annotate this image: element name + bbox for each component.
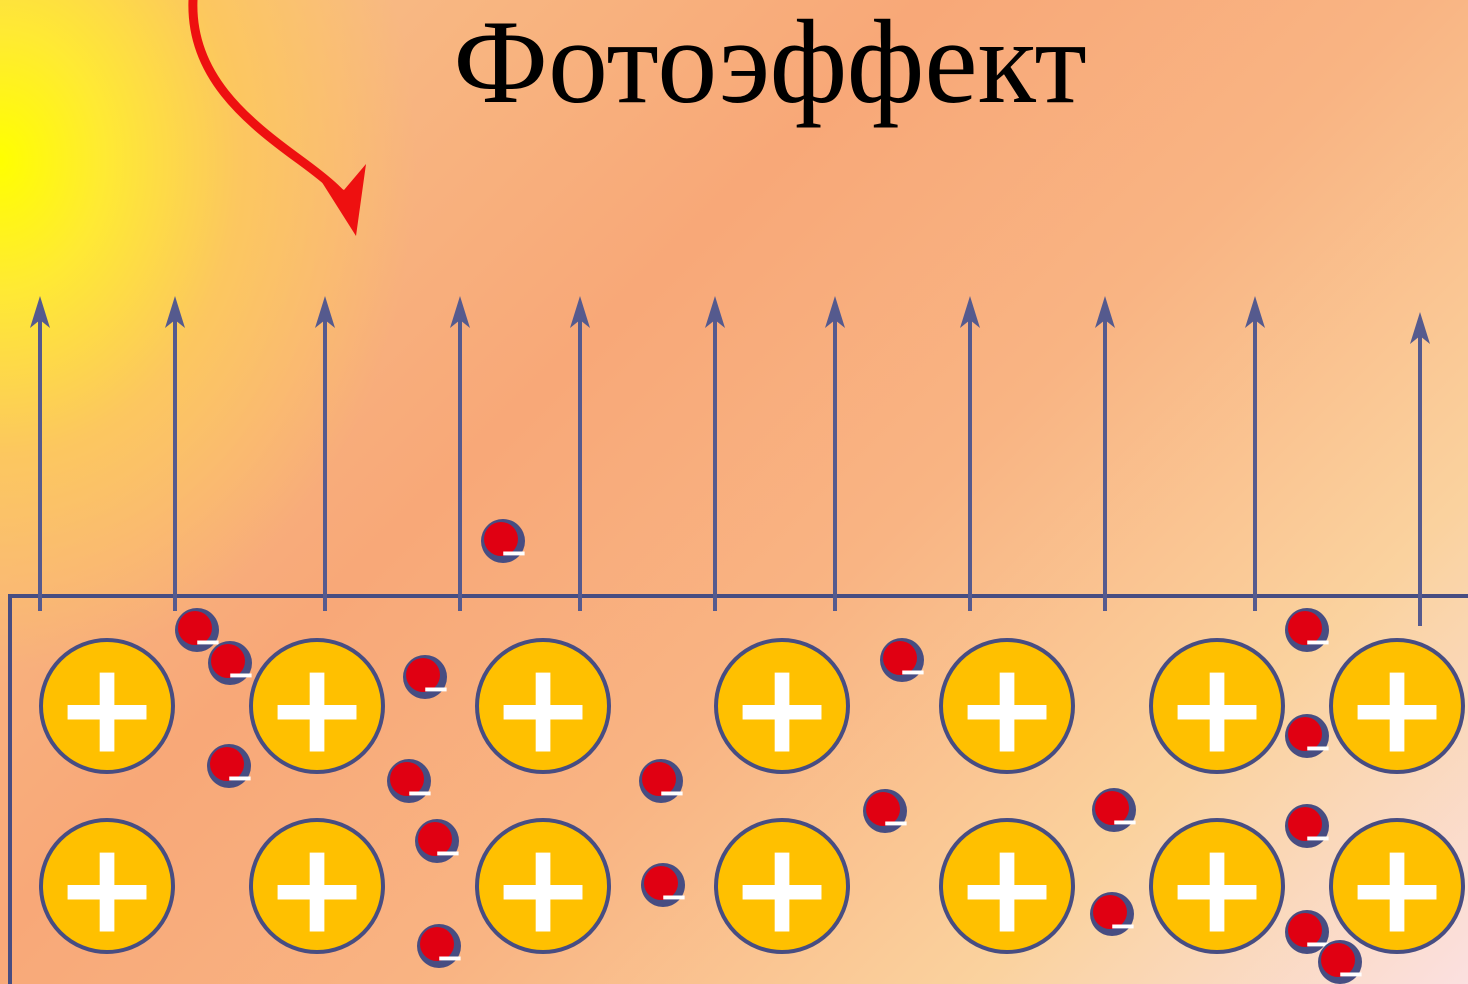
field-line-arrow-icon xyxy=(30,296,50,611)
minus-sign: − xyxy=(1304,818,1333,858)
minus-sign: − xyxy=(1109,906,1138,946)
electron: − xyxy=(1318,940,1365,984)
electron: − xyxy=(1285,714,1332,768)
field-line-arrow-icon xyxy=(825,296,845,611)
positive-ions: + + + + + + + + + + + + + + xyxy=(39,635,1465,962)
plus-sign: + xyxy=(1344,635,1450,782)
field-line-arrow-icon xyxy=(705,296,725,611)
metal-plate xyxy=(8,594,1468,984)
page-title: Фотоэффект xyxy=(453,0,1087,128)
positive-ion: + xyxy=(249,815,385,962)
minus-sign: − xyxy=(422,669,451,709)
minus-sign: − xyxy=(226,758,255,798)
field-line-arrow-icon xyxy=(570,296,590,611)
electron: − xyxy=(880,638,927,692)
electron: − xyxy=(417,924,464,978)
minus-sign: − xyxy=(500,533,529,573)
minus-sign: − xyxy=(436,938,465,978)
electron: − xyxy=(1092,788,1139,842)
minus-sign: − xyxy=(434,833,463,873)
electron: − xyxy=(175,608,222,662)
minus-sign: − xyxy=(1111,802,1140,842)
minus-sign: − xyxy=(882,803,911,843)
plus-sign: + xyxy=(54,635,160,782)
positive-ion: + xyxy=(1149,815,1285,962)
incident-light xyxy=(188,0,366,236)
minus-sign: − xyxy=(1337,954,1366,984)
minus-sign: − xyxy=(227,655,256,695)
plus-sign: + xyxy=(1344,815,1450,962)
electron: − xyxy=(1285,910,1332,964)
field-lines xyxy=(30,296,1430,626)
plus-sign: + xyxy=(729,815,835,962)
positive-ion: + xyxy=(39,635,175,782)
plus-sign: + xyxy=(954,635,1060,782)
plus-sign: + xyxy=(264,635,370,782)
electrons: −−−−−−−−−−−−−−−−−−− xyxy=(175,519,1365,984)
electron: − xyxy=(207,744,254,798)
minus-sign: − xyxy=(899,652,928,692)
field-line-arrow-icon xyxy=(450,296,470,611)
plus-sign: + xyxy=(490,815,596,962)
field-line-arrow-icon xyxy=(1245,296,1265,611)
minus-sign: − xyxy=(1304,728,1333,768)
field-line-arrow-icon xyxy=(165,296,185,611)
electron: − xyxy=(387,759,434,813)
positive-ion: + xyxy=(939,635,1075,782)
plus-sign: + xyxy=(264,815,370,962)
electron: − xyxy=(1285,608,1332,662)
plus-sign: + xyxy=(1164,815,1270,962)
plus-sign: + xyxy=(54,815,160,962)
electron: − xyxy=(1285,804,1332,858)
electron: − xyxy=(415,819,462,873)
positive-ion: + xyxy=(939,815,1075,962)
positive-ion: + xyxy=(249,635,385,782)
minus-sign: − xyxy=(406,773,435,813)
positive-ion: + xyxy=(714,815,850,962)
field-line-arrow-icon xyxy=(1095,296,1115,611)
positive-ion: + xyxy=(1329,635,1465,782)
electron: − xyxy=(641,863,688,917)
electron: − xyxy=(403,655,450,709)
electron: − xyxy=(208,641,255,695)
minus-sign: − xyxy=(658,773,687,813)
electron: − xyxy=(863,789,910,843)
positive-ion: + xyxy=(475,635,611,782)
electron: − xyxy=(481,519,528,573)
positive-ion: + xyxy=(1329,815,1465,962)
plus-sign: + xyxy=(954,815,1060,962)
field-line-arrow-icon xyxy=(1410,312,1430,626)
field-line-arrow-icon xyxy=(960,296,980,611)
plus-sign: + xyxy=(490,635,596,782)
positive-ion: + xyxy=(1149,635,1285,782)
minus-sign: − xyxy=(660,877,689,917)
positive-ion: + xyxy=(714,635,850,782)
field-line-arrow-icon xyxy=(315,296,335,611)
positive-ion: + xyxy=(39,815,175,962)
positive-ion: + xyxy=(475,815,611,962)
electron: − xyxy=(639,759,686,813)
plus-sign: + xyxy=(729,635,835,782)
plus-sign: + xyxy=(1164,635,1270,782)
electron: − xyxy=(1090,892,1137,946)
incident-light-curved-arrow-icon xyxy=(188,0,366,236)
minus-sign: − xyxy=(1304,622,1333,662)
metal-surface xyxy=(8,594,1468,984)
